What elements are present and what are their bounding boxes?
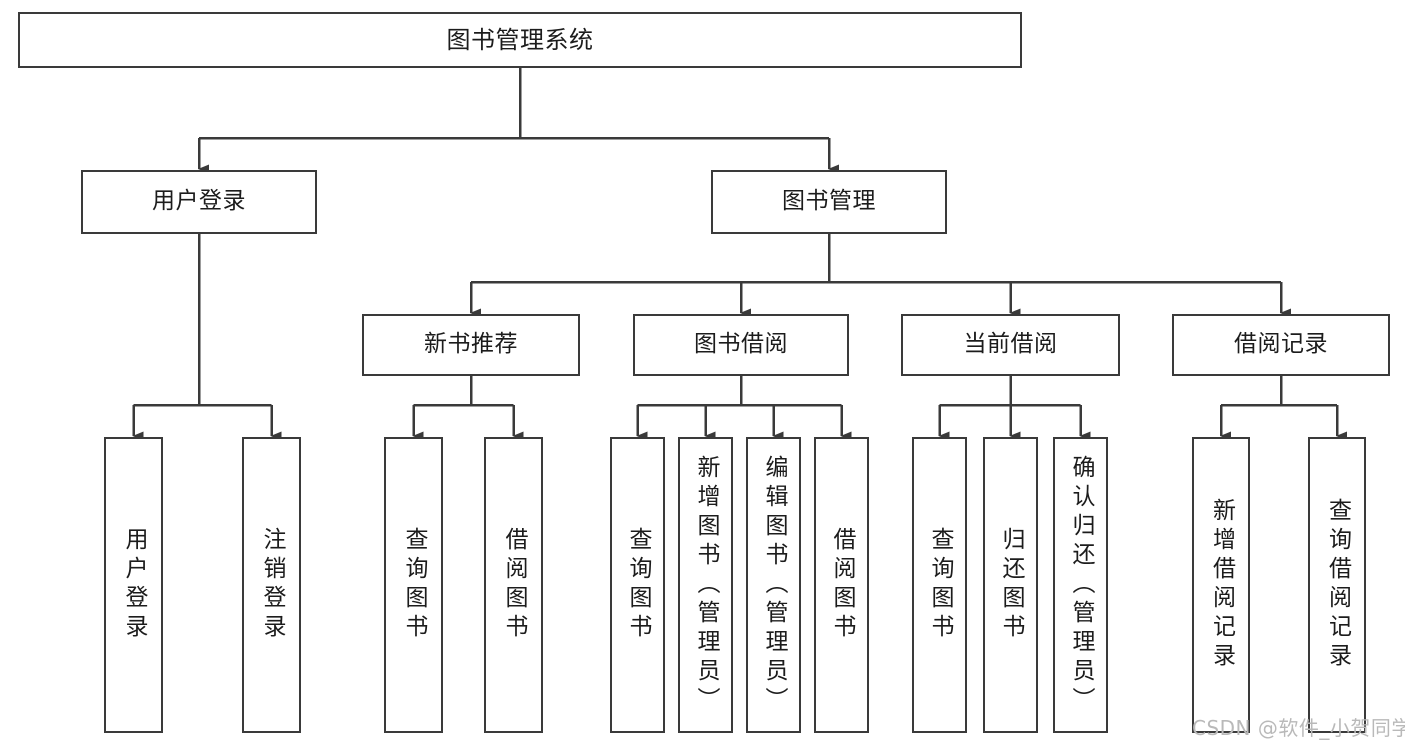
- node-leaf-8[interactable]: 借阅图书: [814, 437, 869, 733]
- node-label: 图书管理: [782, 188, 876, 215]
- node-new-rec[interactable]: 新书推荐: [362, 314, 580, 376]
- node-leaf-3[interactable]: 查询图书: [384, 437, 443, 733]
- node-label: 借阅记录: [1234, 331, 1328, 358]
- connector-lines: [132, 68, 1347, 441]
- node-label: 查询图书: [401, 527, 427, 643]
- node-label: 查询图书: [625, 527, 651, 643]
- node-label: 注销登录: [259, 527, 285, 643]
- node-leaf-10[interactable]: 归还图书: [983, 437, 1038, 733]
- node-label: 新增图书（管理员）: [693, 454, 719, 716]
- node-leaf-1[interactable]: 用户登录: [104, 437, 163, 733]
- node-leaf-7[interactable]: 编辑图书（管理员）: [746, 437, 801, 733]
- node-user-login[interactable]: 用户登录: [81, 170, 317, 234]
- node-leaf-2[interactable]: 注销登录: [242, 437, 301, 733]
- node-label: 当前借阅: [963, 331, 1058, 358]
- node-root[interactable]: 图书管理系统: [18, 12, 1022, 68]
- node-label: 图书借阅: [694, 331, 788, 358]
- node-label: 新书推荐: [424, 331, 518, 358]
- node-label: 确认归还（管理员）: [1068, 454, 1094, 716]
- node-label: 用户登录: [152, 188, 246, 215]
- node-leaf-6[interactable]: 新增图书（管理员）: [678, 437, 733, 733]
- node-book-mgmt[interactable]: 图书管理: [711, 170, 947, 234]
- node-leaf-12[interactable]: 新增借阅记录: [1192, 437, 1250, 733]
- node-label: 新增借阅记录: [1208, 498, 1235, 672]
- node-leaf-9[interactable]: 查询图书: [912, 437, 967, 733]
- node-records[interactable]: 借阅记录: [1172, 314, 1390, 376]
- watermark-text: CSDN @软件_小贺同学: [1192, 716, 1405, 740]
- node-borrow[interactable]: 图书借阅: [633, 314, 849, 376]
- node-label: 归还图书: [998, 527, 1024, 643]
- node-label: 借阅图书: [501, 527, 527, 643]
- node-label: 借阅图书: [829, 527, 855, 643]
- node-leaf-5[interactable]: 查询图书: [610, 437, 665, 733]
- node-label: 用户登录: [121, 527, 147, 643]
- node-leaf-11[interactable]: 确认归还（管理员）: [1053, 437, 1108, 733]
- node-label: 查询图书: [927, 527, 953, 643]
- node-leaf-13[interactable]: 查询借阅记录: [1308, 437, 1366, 733]
- node-label: 查询借阅记录: [1324, 498, 1351, 672]
- node-current[interactable]: 当前借阅: [901, 314, 1120, 376]
- node-label: 编辑图书（管理员）: [761, 454, 787, 716]
- node-label: 图书管理系统: [446, 25, 594, 54]
- node-leaf-4[interactable]: 借阅图书: [484, 437, 543, 733]
